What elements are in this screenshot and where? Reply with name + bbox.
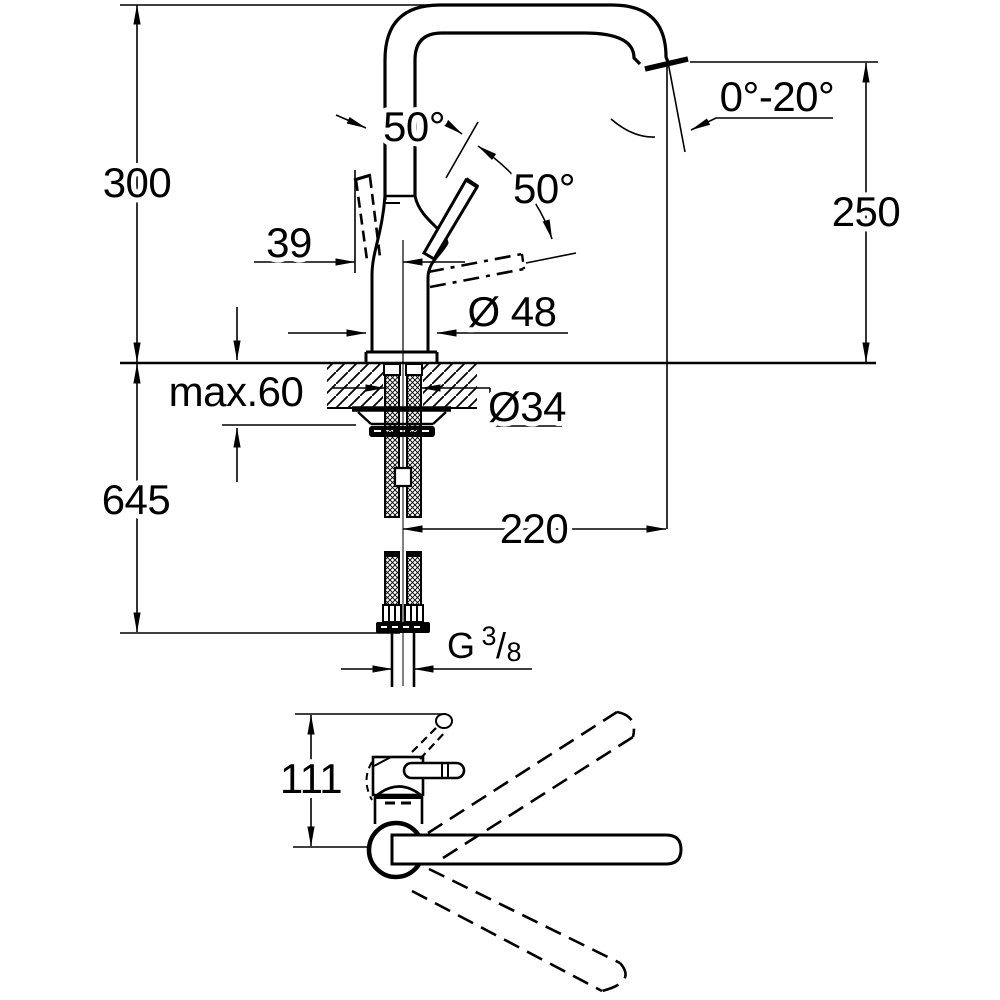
top-view-lever-up-tip [435,713,453,729]
dim-hole-diameter-group [332,384,562,427]
cartridge-dome [375,785,423,798]
base-plate [364,350,439,363]
lever-handle-solid [421,121,480,262]
supply-hoses [376,363,430,687]
dim-outlet-height-group [690,61,878,363]
mounting-hardware [352,406,451,437]
dim-swivel-depth-group [293,713,442,848]
hidden-edge [365,761,373,801]
hose-end-fittings [376,604,430,633]
top-view-spout-swivel-down [411,867,627,993]
thread-denominator: 8 [506,637,521,667]
dimension-labels: 300 50° 50° 0°-20° 250 39 Ø 48 max.60 Ø3… [97,68,906,807]
lever-handle-front-phantom [427,252,577,289]
dim-deck-thickness-group [222,307,356,482]
thread-prefix: G [447,625,475,666]
front-handle-extension-line [525,252,577,264]
thread-numerator: 3 [481,621,496,651]
top-view-body [365,713,466,824]
counter-hatch-right [423,364,477,408]
dim-spout-reach: 220 [500,505,569,552]
dim-handle-angle-rear: 50° [383,103,445,150]
lever-extension-line [445,121,479,179]
counter-hatch-left [327,364,383,408]
countertop-section [120,361,876,409]
dim-hose-length: 645 [102,476,171,523]
handle-angle-annotations [335,114,553,240]
dim-overall-height: 300 [103,159,172,206]
dim-hole-diameter: Ø34 [488,383,566,430]
spray-direction-line [667,61,686,153]
top-view-spout-solid [390,833,683,866]
dim-overall-height-group [120,4,436,363]
dim-base-diameter: Ø 48 [467,288,556,335]
top-view [293,710,683,993]
outlet-angle-annotation [610,61,833,529]
dim-thread-label: G 3 / 8 [442,616,527,672]
hose-joint [393,466,413,488]
lever-handle-rear-phantom [353,170,382,273]
dim-deck-thickness: max.60 [169,368,304,415]
top-view-lever [402,761,466,780]
dim-outlet-height: 250 [832,188,901,235]
thread-slash: / [496,625,506,666]
dim-outlet-angle: 0°-20° [720,73,835,120]
dim-handle-angle-front: 50° [513,165,575,212]
dim-handle-offset: 39 [266,219,312,266]
faucet-body [364,195,449,363]
dim-hose-length-group [120,363,400,634]
side-view [120,3,878,687]
dim-swivel-depth: 111 [280,755,342,802]
thread-connector-tube [390,633,416,687]
top-view-spout-swivel-up [427,710,636,860]
